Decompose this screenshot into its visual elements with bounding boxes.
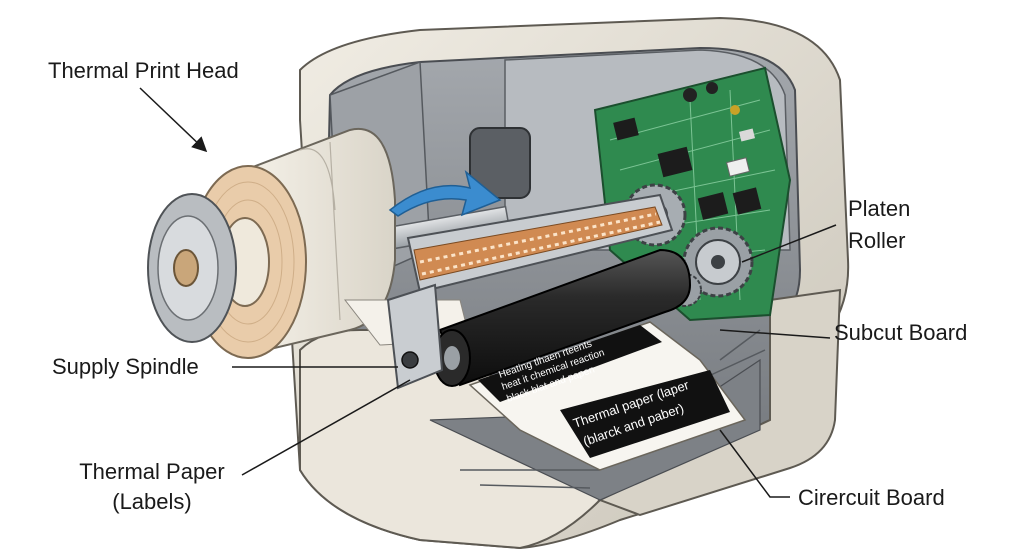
label-thermal-print-head: Thermal Print Head (48, 58, 239, 83)
label-supply-spindle: Supply Spindle (52, 354, 199, 379)
label-labels: (Labels) (112, 489, 192, 514)
leader-print-head (139, 87, 208, 153)
callout-leader-lines (139, 87, 837, 498)
thermal-print-head (406, 193, 674, 294)
leader-circuit-board (719, 429, 790, 498)
label-roller: Roller (848, 228, 906, 253)
leader-subcut-board (719, 329, 831, 339)
leader-thermal-paper (241, 379, 411, 476)
leader-platen-roller (741, 224, 837, 263)
label-subcut-board: Subcut Board (834, 320, 968, 345)
printed-thermal-paper: Heating tlhaen rteents heat it chemical … (468, 321, 747, 471)
platen-roller (386, 248, 692, 390)
label-circuit-board: Cirercuit Board (798, 485, 945, 510)
label-roll (147, 127, 471, 359)
label-thermal-paper: Thermal Paper (79, 459, 225, 484)
label-platen: Platen (848, 196, 911, 221)
paper-feed-arrow-icon (388, 169, 502, 217)
